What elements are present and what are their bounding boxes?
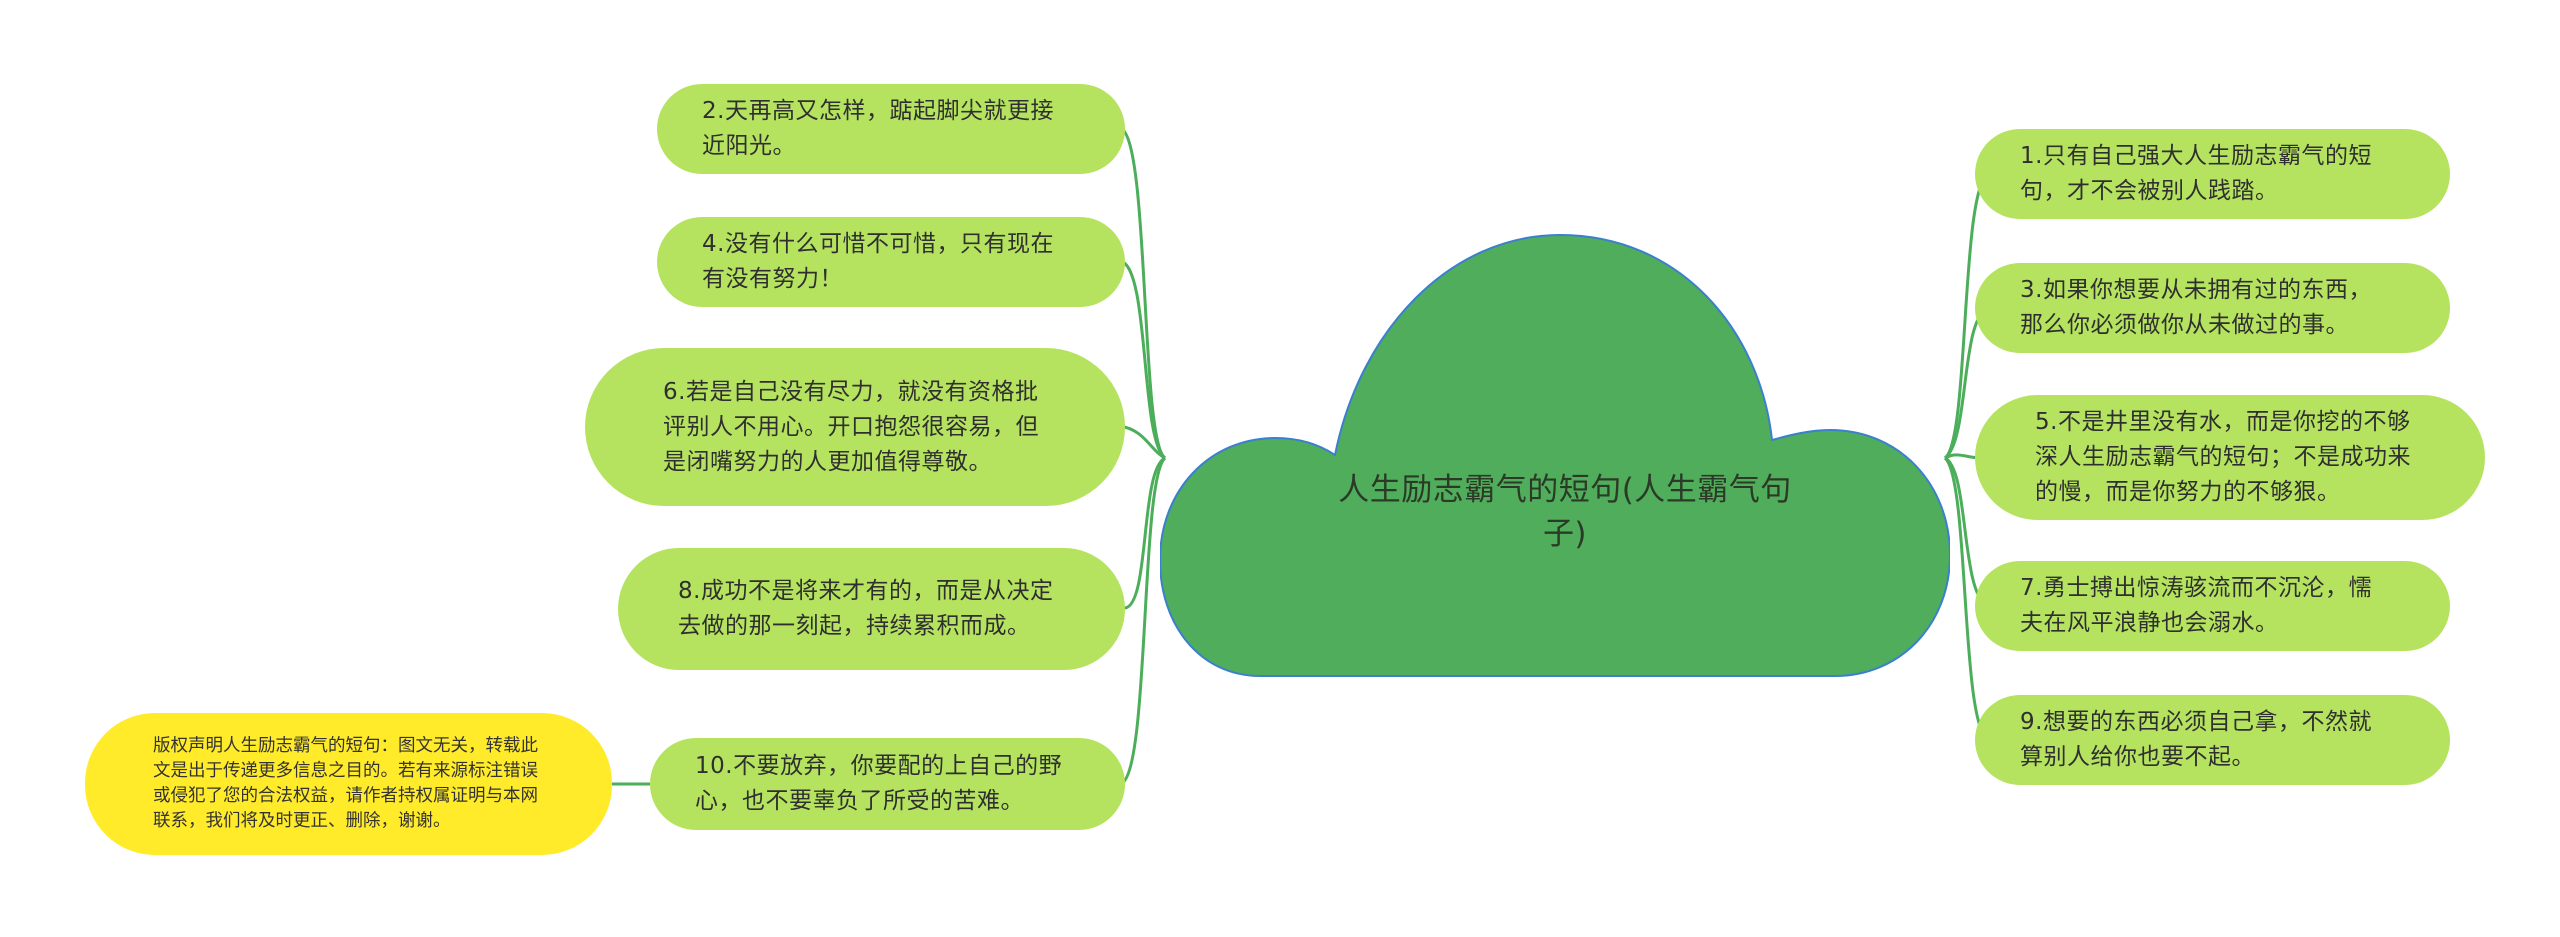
copyright-note[interactable]: 版权声明人生励志霸气的短句：图文无关，转载此文是出于传递更多信息之目的。若有来源…: [85, 713, 612, 855]
left-node-8-text: 8.成功不是将来才有的，而是从决定去做的那一刻起，持续累积而成。: [678, 578, 1054, 639]
connector-left-10: [1115, 456, 1167, 786]
left-node-10[interactable]: 10.不要放弃，你要配的上自己的野心，也不要辜负了所受的苦难。: [650, 738, 1125, 830]
connector-left-4: [1115, 259, 1167, 460]
left-node-2[interactable]: 2.天再高又怎样，踮起脚尖就更接近阳光。: [657, 84, 1125, 174]
left-node-10-text: 10.不要放弃，你要配的上自己的野心，也不要辜负了所受的苦难。: [695, 753, 1063, 814]
right-node-9[interactable]: 9.想要的东西必须自己拿，不然就算别人给你也要不起。: [1975, 695, 2450, 785]
left-node-2-text: 2.天再高又怎样，踮起脚尖就更接近阳光。: [702, 98, 1054, 159]
central-cloud-shape: [1160, 233, 1950, 677]
cloud-outline: [1160, 233, 1950, 677]
connector-left-8: [1118, 456, 1166, 610]
right-node-1-text: 1.只有自己强大人生励志霸气的短句，才不会被别人践踏。: [2020, 143, 2372, 204]
left-node-4[interactable]: 4.没有什么可惜不可惜，只有现在有没有努力！: [657, 217, 1125, 307]
right-node-9-text: 9.想要的东西必须自己拿，不然就算别人给你也要不起。: [2020, 709, 2372, 770]
connector-left-2: [1115, 126, 1167, 460]
right-node-1[interactable]: 1.只有自己强大人生励志霸气的短句，才不会被别人践踏。: [1975, 129, 2450, 219]
copyright-note-text: 版权声明人生励志霸气的短句：图文无关，转载此文是出于传递更多信息之目的。若有来源…: [153, 736, 538, 831]
right-node-7-text: 7.勇士搏出惊涛骇流而不沉沦，懦夫在风平浪静也会溺水。: [2020, 575, 2372, 636]
right-node-3[interactable]: 3.如果你想要从未拥有过的东西，那么你必须做你从未做过的事。: [1975, 263, 2450, 353]
central-topic-title[interactable]: 人生励志霸气的短句(人生霸气句子): [1338, 472, 1792, 552]
right-node-5[interactable]: 5.不是井里没有水，而是你挖的不够深人生励志霸气的短句；不是成功来的慢，而是你努…: [1975, 395, 2485, 520]
left-node-4-text: 4.没有什么可惜不可惜，只有现在有没有努力！: [702, 231, 1054, 292]
right-node-5-text: 5.不是井里没有水，而是你挖的不够深人生励志霸气的短句；不是成功来的慢，而是你努…: [2035, 409, 2411, 505]
left-node-6-text: 6.若是自己没有尽力，就没有资格批评别人不用心。开口抱怨很容易，但是闭嘴努力的人…: [663, 378, 1039, 475]
right-node-3-text: 3.如果你想要从未拥有过的东西，那么你必须做你从未做过的事。: [2020, 277, 2372, 338]
left-node-6[interactable]: 6.若是自己没有尽力，就没有资格批评别人不用心。开口抱怨很容易，但是闭嘴努力的人…: [585, 348, 1125, 506]
left-node-8[interactable]: 8.成功不是将来才有的，而是从决定去做的那一刻起，持续累积而成。: [618, 548, 1125, 670]
right-node-7[interactable]: 7.勇士搏出惊涛骇流而不沉沦，懦夫在风平浪静也会溺水。: [1975, 561, 2450, 651]
